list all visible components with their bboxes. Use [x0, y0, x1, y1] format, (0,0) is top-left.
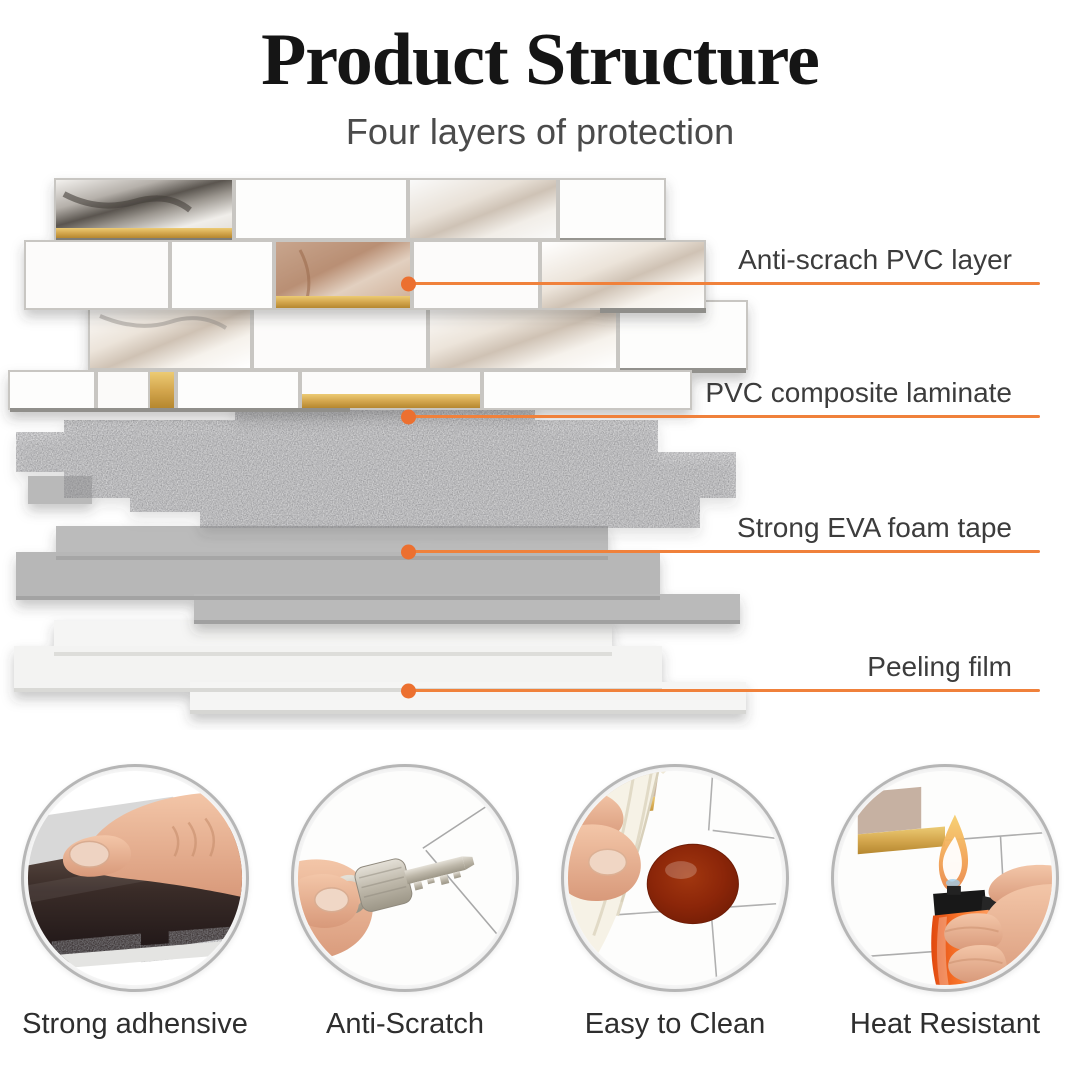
- feature-heat-resistant: Heat Resistant: [810, 764, 1080, 1041]
- callout-dot: [401, 276, 416, 291]
- callout-line: [401, 683, 1040, 698]
- callout-line: [401, 276, 1040, 291]
- hand-press-tile-icon: [27, 770, 243, 986]
- strong-adhesive-circle: [21, 764, 249, 992]
- callout-line: [401, 409, 1040, 424]
- callout-peeling-film: Peeling film: [401, 644, 1040, 698]
- callout-dot: [401, 683, 416, 698]
- features-row: Strong adhensive: [0, 764, 1080, 1041]
- heat-resistant-circle: [831, 764, 1059, 992]
- mosaic-sheet-top: [24, 178, 706, 313]
- callout-label: Peeling film: [867, 651, 1012, 682]
- feature-caption: Easy to Clean: [584, 1008, 766, 1040]
- page-title: Product Structure: [261, 19, 820, 101]
- layer-stack-svg: [8, 178, 748, 714]
- page-subtitle: Four layers of protection: [345, 111, 735, 152]
- key-scratch-icon: [297, 770, 513, 986]
- feature-strong-adhesive: Strong adhensive: [0, 764, 270, 1041]
- callout-label: Anti-scrach PVC layer: [738, 244, 1012, 275]
- callout-label: Strong EVA foam tape: [737, 512, 1012, 543]
- callout-pvc-laminate: PVC composite laminate: [401, 370, 1040, 424]
- wipe-stain-icon: [567, 770, 783, 986]
- callout-label: PVC composite laminate: [705, 377, 1012, 408]
- eva-foam-layer: [16, 526, 740, 624]
- callout-dot: [401, 409, 416, 424]
- feature-caption: Strong adhensive: [22, 1008, 248, 1040]
- callout-dot: [401, 544, 416, 559]
- lighter-flame-icon: [837, 770, 1053, 986]
- feature-caption: Anti-Scratch: [326, 1008, 484, 1040]
- feature-anti-scratch: Anti-Scratch: [270, 764, 540, 1041]
- callout-eva-foam: Strong EVA foam tape: [401, 505, 1040, 559]
- callout-line: [401, 544, 1040, 559]
- header: Product Structure Four layers of protect…: [0, 18, 1080, 153]
- feature-caption: Heat Resistant: [849, 1008, 1041, 1040]
- mosaic-sheet-lower: [8, 300, 748, 412]
- callout-anti-scratch-pvc: Anti-scrach PVC layer: [401, 237, 1040, 291]
- easy-to-clean-circle: [561, 764, 789, 992]
- feature-easy-to-clean: Easy to Clean: [540, 764, 810, 1041]
- anti-scratch-circle: [291, 764, 519, 992]
- peeling-film-layer: [14, 620, 746, 714]
- layer-stack-illustration: [0, 170, 760, 730]
